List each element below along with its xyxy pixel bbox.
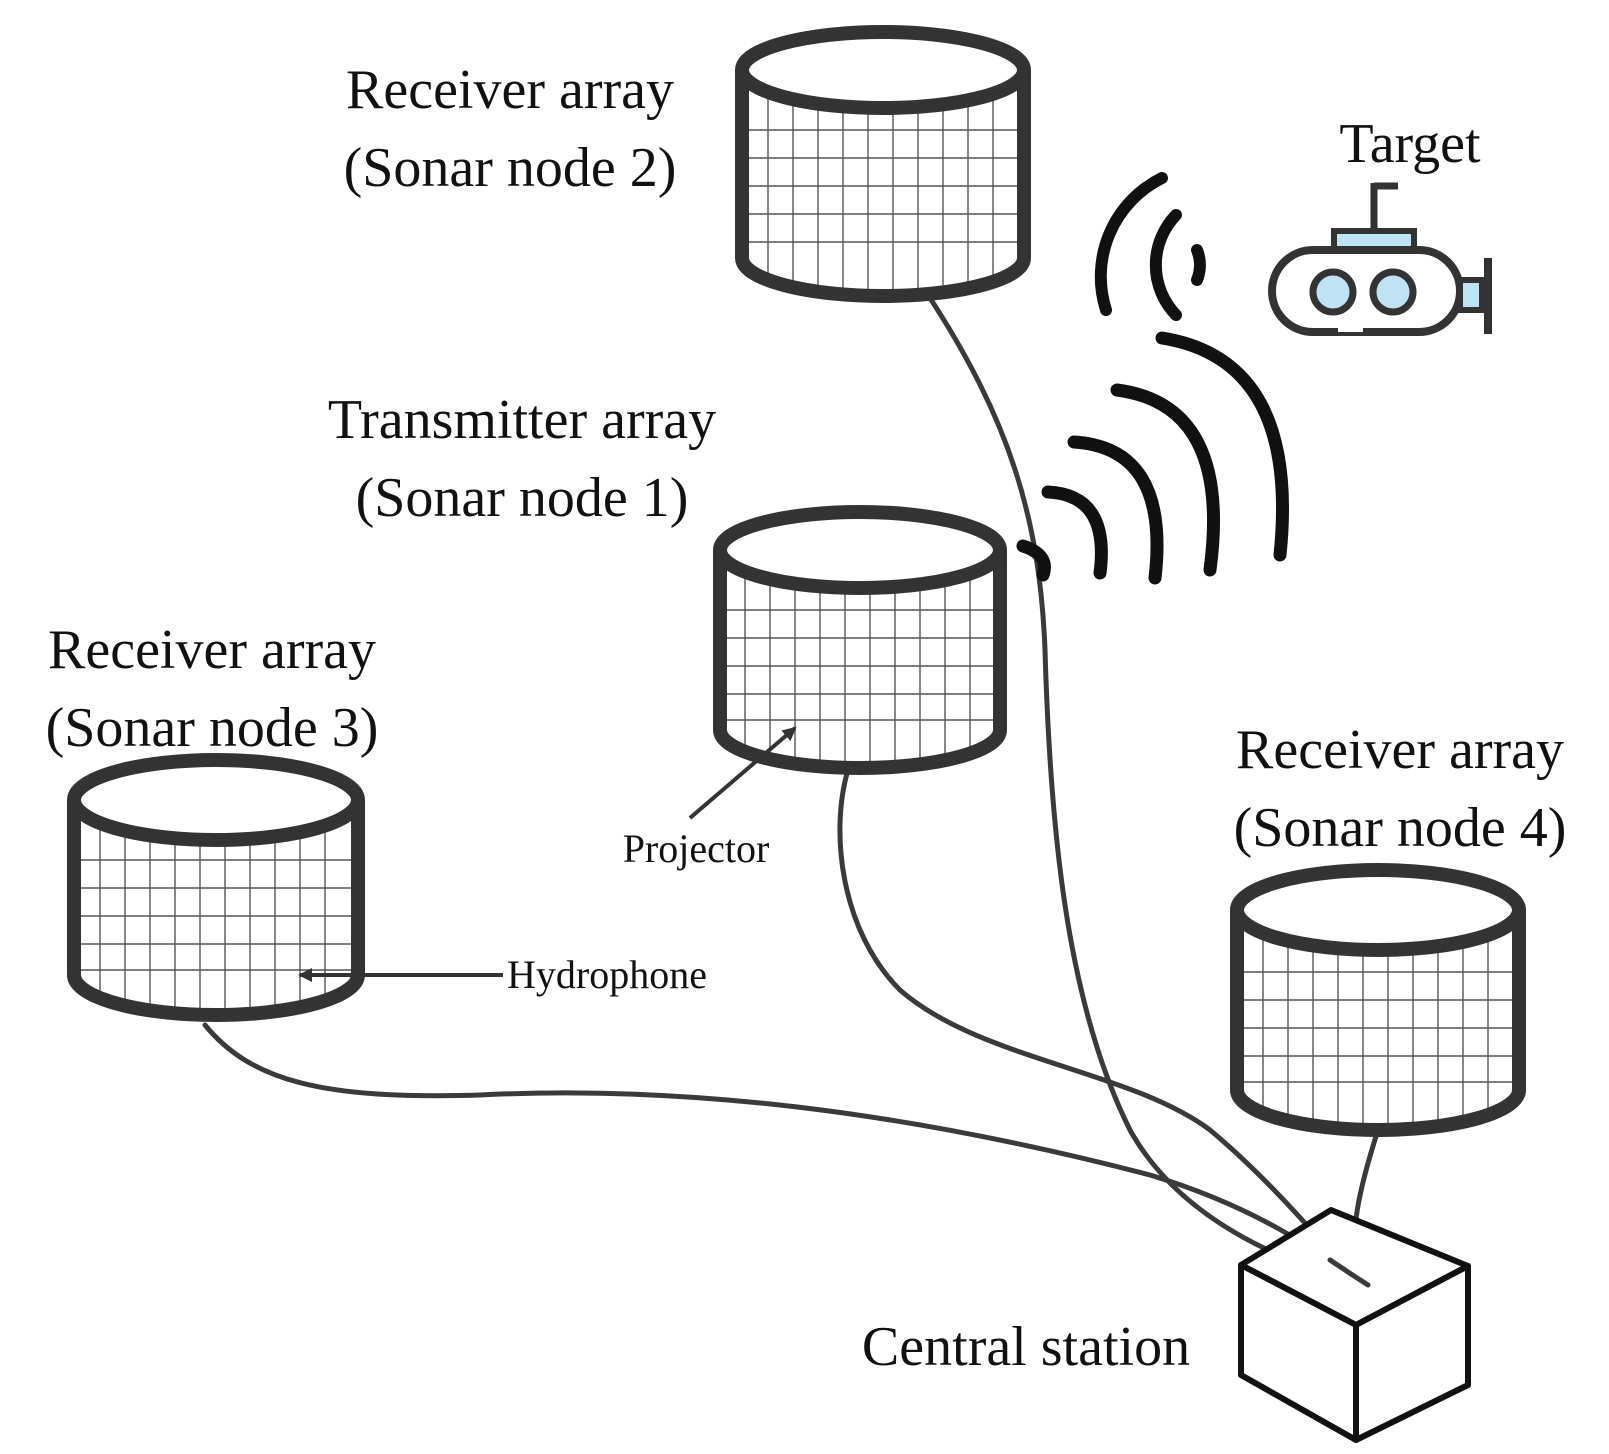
target-label: Target	[1339, 113, 1481, 175]
projector-arrow	[688, 726, 797, 820]
sonar-wave-icon	[1149, 209, 1182, 321]
echo-waves	[1094, 172, 1206, 321]
sonar-node-1-cylinder	[713, 505, 1007, 775]
sonar-wave-icon	[1067, 435, 1164, 585]
cable-node1	[837, 767, 1363, 1288]
node1-subtitle: (Sonar node 1)	[356, 467, 689, 529]
sonar-wave-icon	[1094, 172, 1168, 316]
node3-title: Receiver array	[48, 619, 376, 681]
node2-title: Receiver array	[346, 59, 674, 121]
hydrophone-label: Hydrophone	[507, 952, 707, 997]
sonar-wave-icon	[1016, 539, 1051, 582]
cable-node3	[202, 1022, 1363, 1288]
cables	[202, 292, 1381, 1288]
node4-title: Receiver array	[1236, 719, 1564, 781]
node1-title: Transmitter array	[328, 389, 716, 451]
node2-subtitle: (Sonar node 2)	[344, 137, 677, 199]
central-station-label: Central station	[862, 1316, 1190, 1378]
hydrophone-grid-node-2	[744, 98, 1022, 296]
cable-station-end	[1327, 1257, 1371, 1288]
submarine-icon	[1268, 182, 1492, 336]
hydrophone-grid-node-4	[1239, 938, 1517, 1129]
cable-node2	[925, 292, 1363, 1288]
sonar-node-2-cylinder	[735, 25, 1031, 303]
node3-subtitle: (Sonar node 3)	[46, 697, 379, 759]
transmit-waves	[1016, 331, 1289, 585]
sonar-wave-icon	[1191, 244, 1206, 286]
sonar-node-3-cylinder	[67, 753, 365, 1022]
sonar-wave-icon	[1110, 383, 1220, 577]
sonar-wave-icon	[1041, 485, 1108, 580]
sonar-wave-icon	[1155, 331, 1289, 562]
projector-label: Projector	[623, 826, 770, 871]
sonar-node-4-cylinder	[1230, 863, 1526, 1137]
cube-icon	[1238, 1207, 1471, 1443]
node4-subtitle: (Sonar node 4)	[1234, 797, 1567, 859]
projector-grid-node-1	[722, 578, 998, 768]
